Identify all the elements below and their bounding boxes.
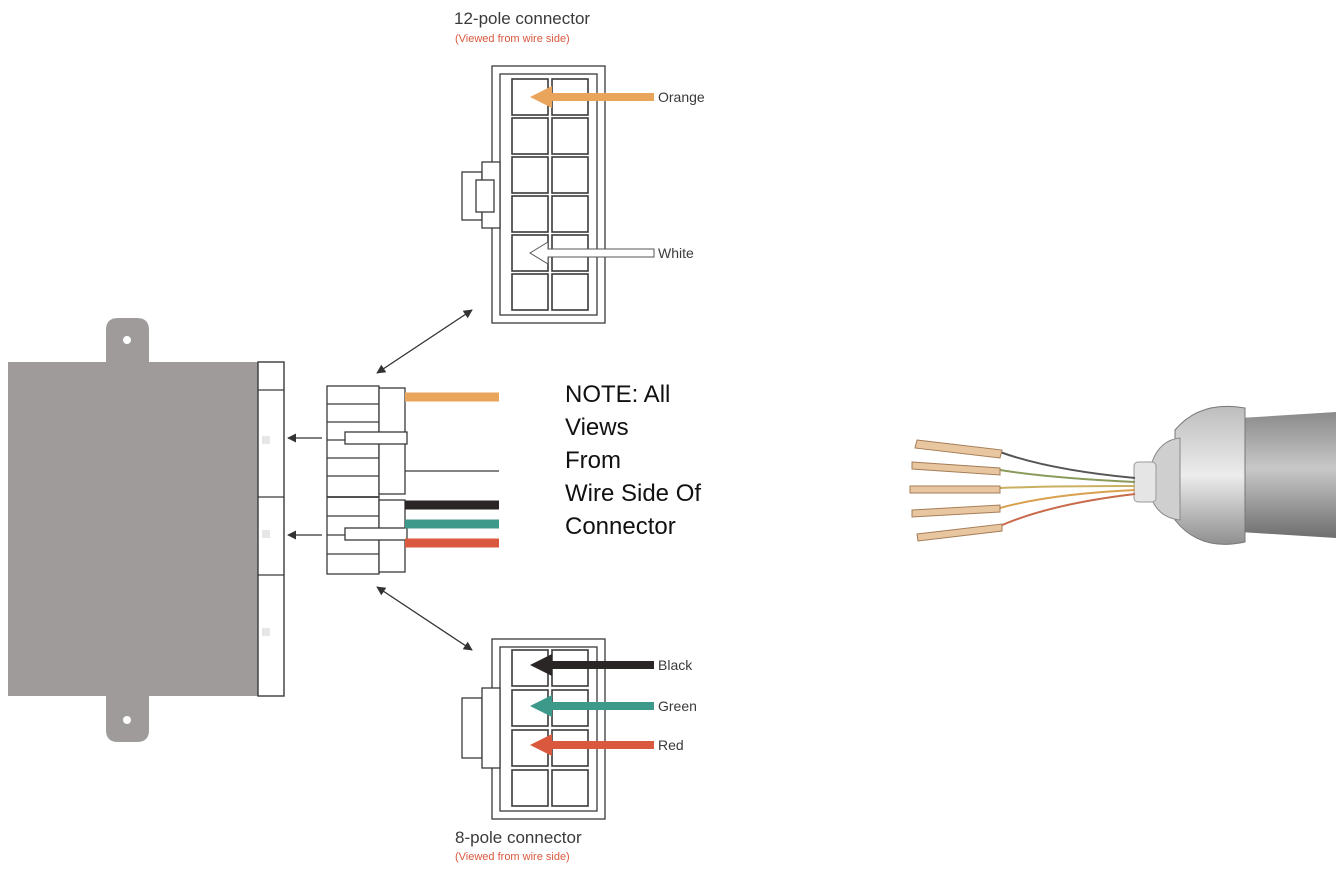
pin-arrow-green	[530, 695, 654, 717]
wire-label-orange: Orange	[658, 89, 705, 105]
connector-8pole-subtitle: (Viewed from wire side)	[455, 851, 570, 863]
wire-label-black: Black	[658, 657, 693, 673]
pin-arrow-orange	[530, 86, 654, 108]
link-arrow-12pole	[376, 309, 473, 374]
connector-8pole	[461, 638, 606, 820]
module-housing	[8, 318, 285, 742]
side-view-connectors	[326, 385, 408, 575]
pin-arrow-black	[530, 654, 654, 676]
link-arrow-8pole	[376, 586, 473, 651]
mounting-hole-top	[123, 336, 131, 344]
note-line-5: Connector	[565, 513, 676, 540]
connector-12pole-subtitle: (Viewed from wire side)	[455, 33, 570, 45]
note-line-1: NOTE: All	[565, 381, 671, 408]
note-line-4: Wire Side Of	[565, 480, 702, 507]
wire-label-green: Green	[658, 698, 697, 714]
connector-12pole-title: 12-pole connector	[454, 9, 591, 28]
note-line-2: Views	[565, 414, 629, 441]
note-line-3: From	[565, 447, 621, 474]
mounting-hole-bottom	[123, 716, 131, 724]
connector-12pole	[461, 65, 606, 324]
side-view-wires	[405, 392, 499, 548]
cable-photo	[909, 405, 1336, 545]
wire-label-white: White	[658, 245, 694, 261]
pin-arrow-red	[530, 734, 654, 756]
connector-8pole-title: 8-pole connector	[455, 828, 582, 847]
wire-label-red: Red	[658, 737, 684, 753]
pin-arrow-white	[529, 241, 655, 265]
